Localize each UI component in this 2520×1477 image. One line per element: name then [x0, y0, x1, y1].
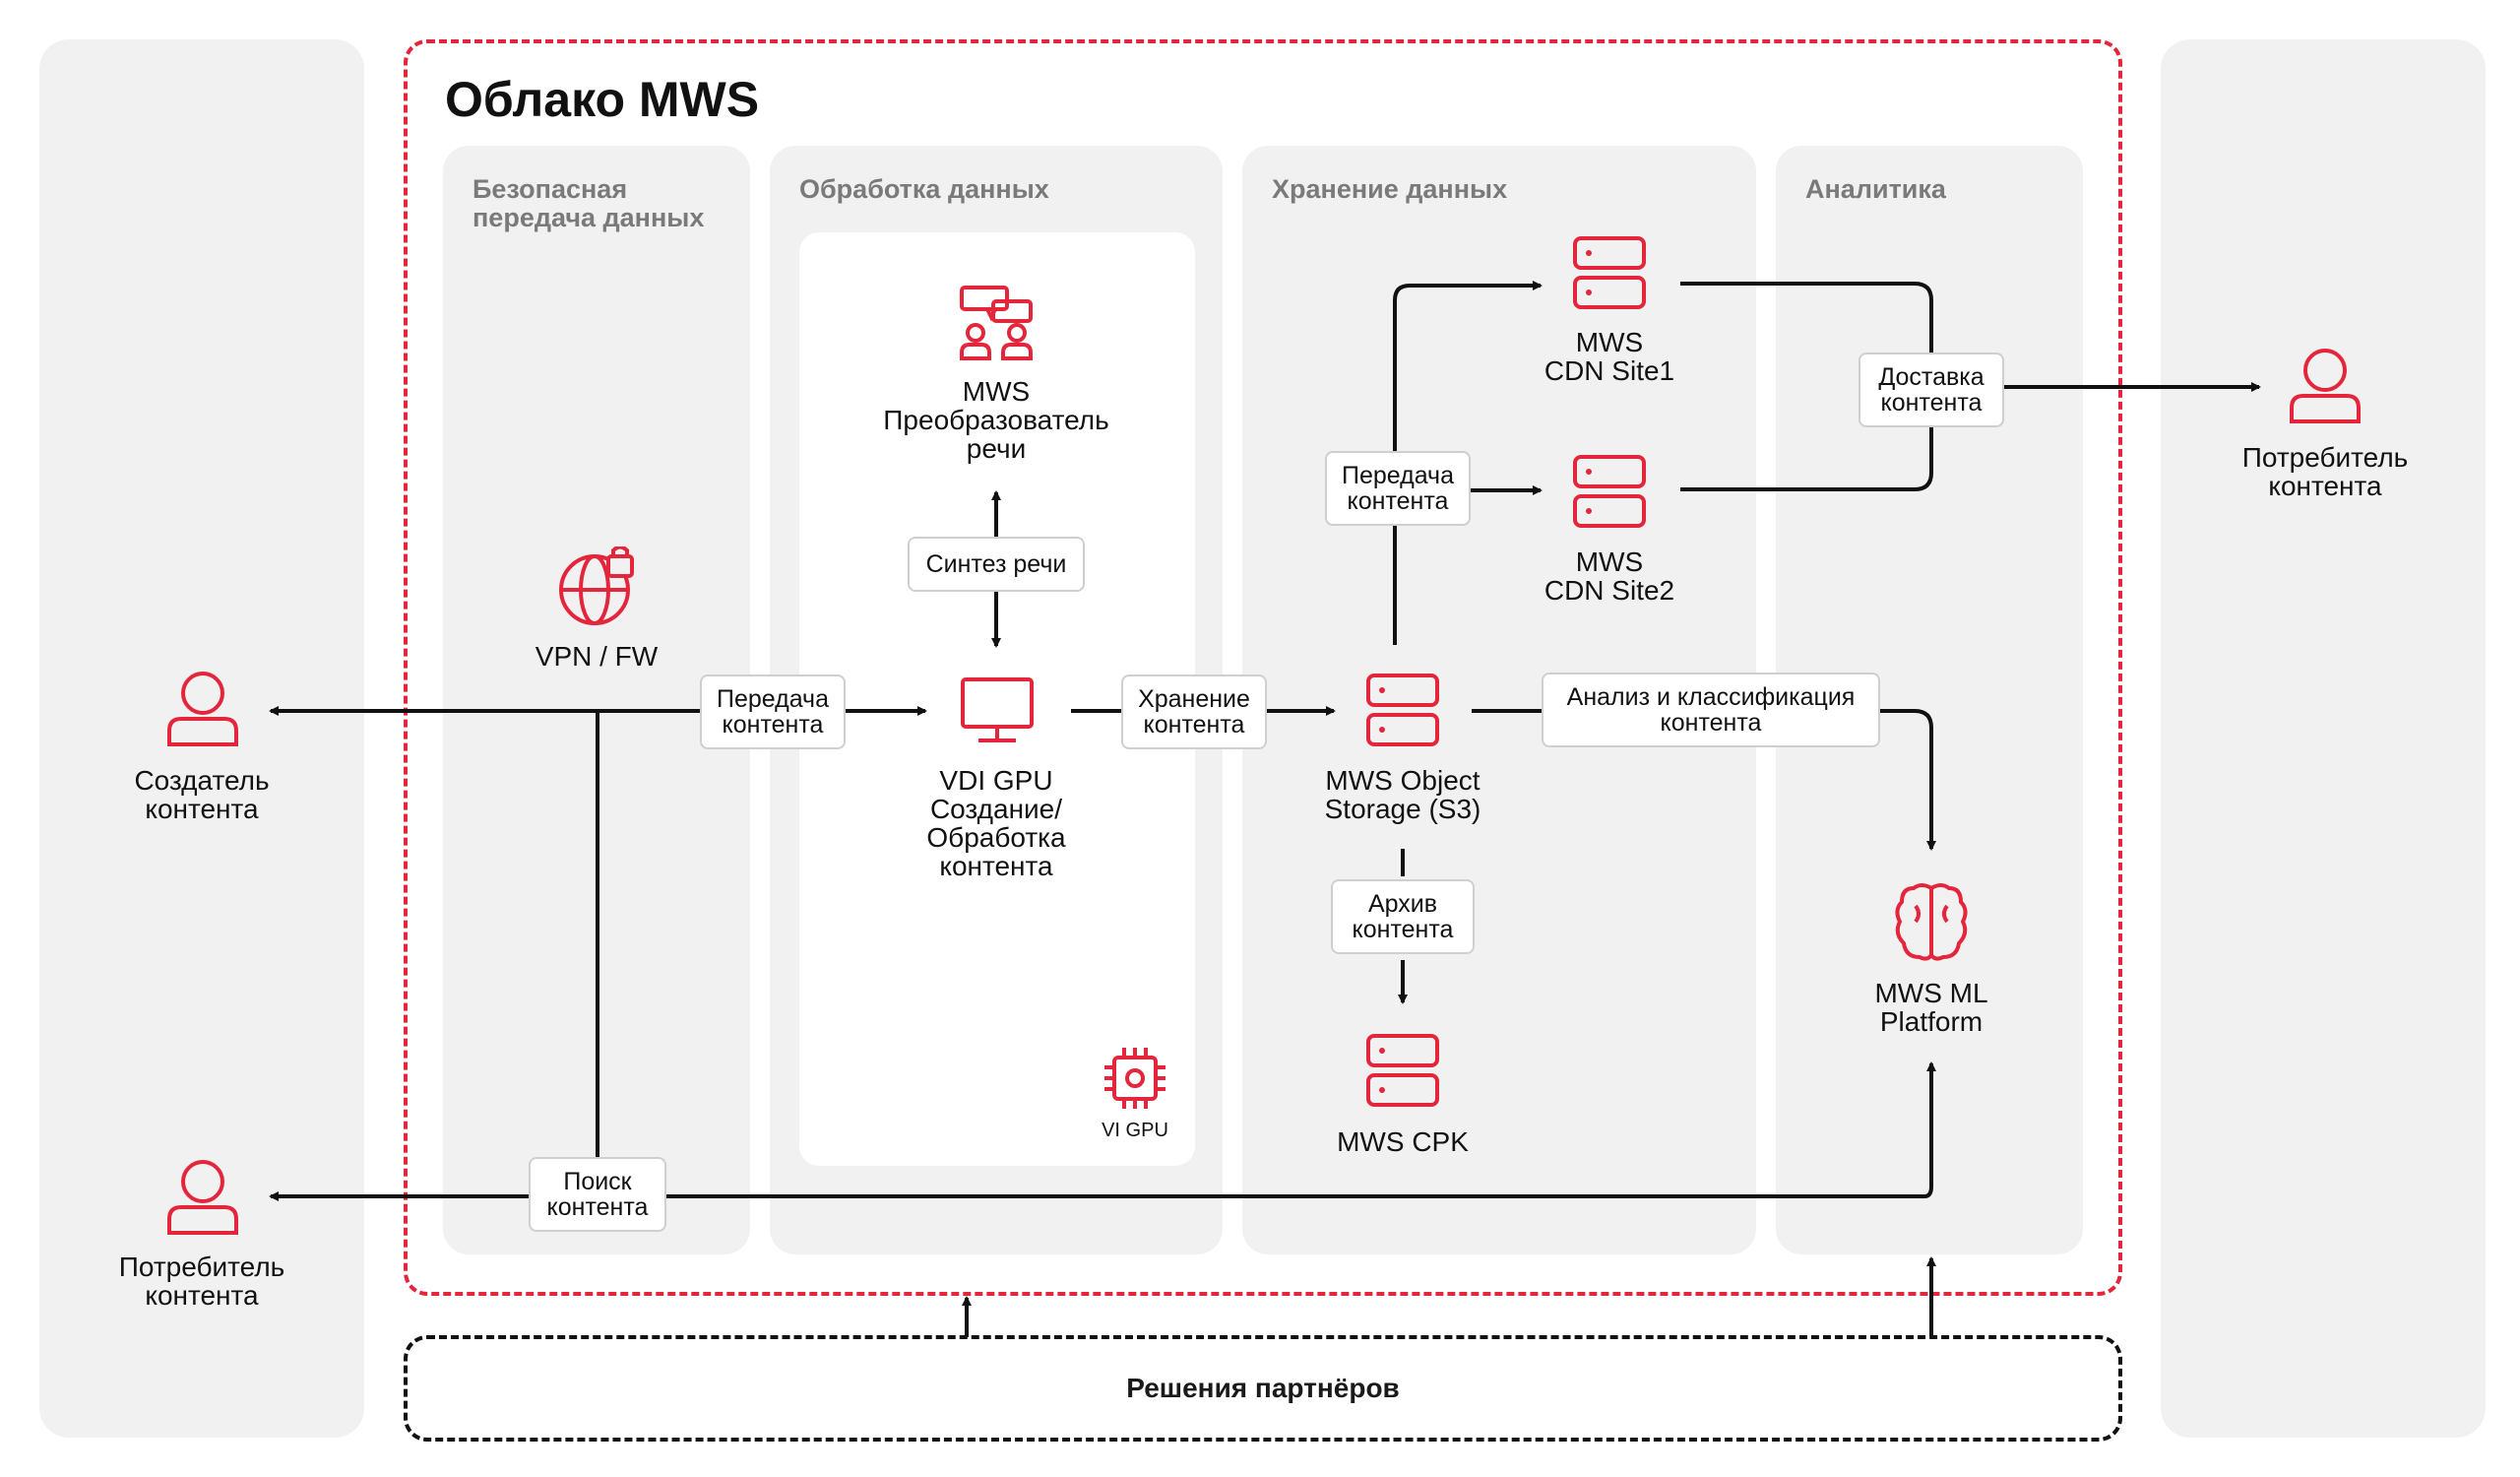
- gpu-chip-icon: [1104, 1048, 1166, 1109]
- edge-search-ml: [1923, 1061, 1936, 1198]
- cdn2-server-icon: [1573, 455, 1646, 528]
- object-storage-label: MWS Object Storage (S3): [1324, 765, 1481, 824]
- chip-speech-synthesis: Синтез речи: [908, 537, 1085, 592]
- chip-search: Поиск контента: [529, 1157, 666, 1232]
- right-actors-panel: [2161, 39, 2486, 1438]
- consumer-right-label: Потребитель контента: [2241, 442, 2409, 501]
- vi-gpu-label: VI GPU: [1102, 1120, 1168, 1141]
- chip-transfer-to-vdi: Передача контента: [700, 674, 846, 749]
- speech-converter-icon: [960, 286, 1033, 360]
- zone-secure-transfer-title: Безопасная передача данных: [472, 174, 705, 232]
- monitor-icon: [961, 677, 1034, 742]
- partner-solutions-box: Решения партнёров: [404, 1335, 2122, 1442]
- cdn1-server-icon: [1573, 236, 1646, 309]
- object-storage-server-icon: [1366, 674, 1439, 746]
- crk-server-icon: [1366, 1034, 1439, 1107]
- cloud-title: Облако MWS: [445, 72, 760, 127]
- zone-data-storage-title: Хранение данных: [1272, 174, 1508, 204]
- cdn1-label: MWS CDN Site1: [1544, 327, 1675, 386]
- chip-storage: Хранение контента: [1121, 674, 1267, 749]
- creator-label: Создатель контента: [134, 765, 270, 824]
- chip-transfer-to-cdn: Передача контента: [1325, 451, 1471, 526]
- chip-delivery: Доставка контента: [1858, 353, 2004, 427]
- vpn-label: VPN / FW: [535, 641, 659, 672]
- speech-label: MWS Преобразователь речи: [883, 376, 1109, 464]
- zone-data-processing-title: Обработка данных: [799, 174, 1049, 204]
- vdi-label: VDI GPU Создание/ Обработка контента: [926, 765, 1066, 881]
- brain-icon: [1895, 883, 1968, 961]
- cdn2-label: MWS CDN Site2: [1544, 546, 1675, 606]
- mws-cloud-frame: [404, 39, 2122, 1296]
- edge-storage-cdn1: [1393, 281, 1543, 645]
- globe-lock-icon: [559, 546, 634, 625]
- edge-storage-ml: [1472, 709, 1936, 851]
- partner-solutions-label: Решения партнёров: [1126, 1373, 1400, 1403]
- chip-analysis: Анализ и классификация контента: [1542, 673, 1880, 747]
- zone-analytics-title: Аналитика: [1805, 174, 1946, 204]
- consumer-right-person-icon: [2290, 349, 2361, 423]
- ml-label: MWS ML Platform: [1874, 978, 1988, 1037]
- creator-person-icon: [167, 672, 238, 746]
- chip-archive: Архив контента: [1331, 879, 1475, 954]
- crk-label: MWS CPK: [1337, 1126, 1469, 1157]
- left-actors-panel: [39, 39, 364, 1438]
- consumer-left-person-icon: [167, 1160, 238, 1235]
- consumer-left-label: Потребитель контента: [118, 1252, 285, 1311]
